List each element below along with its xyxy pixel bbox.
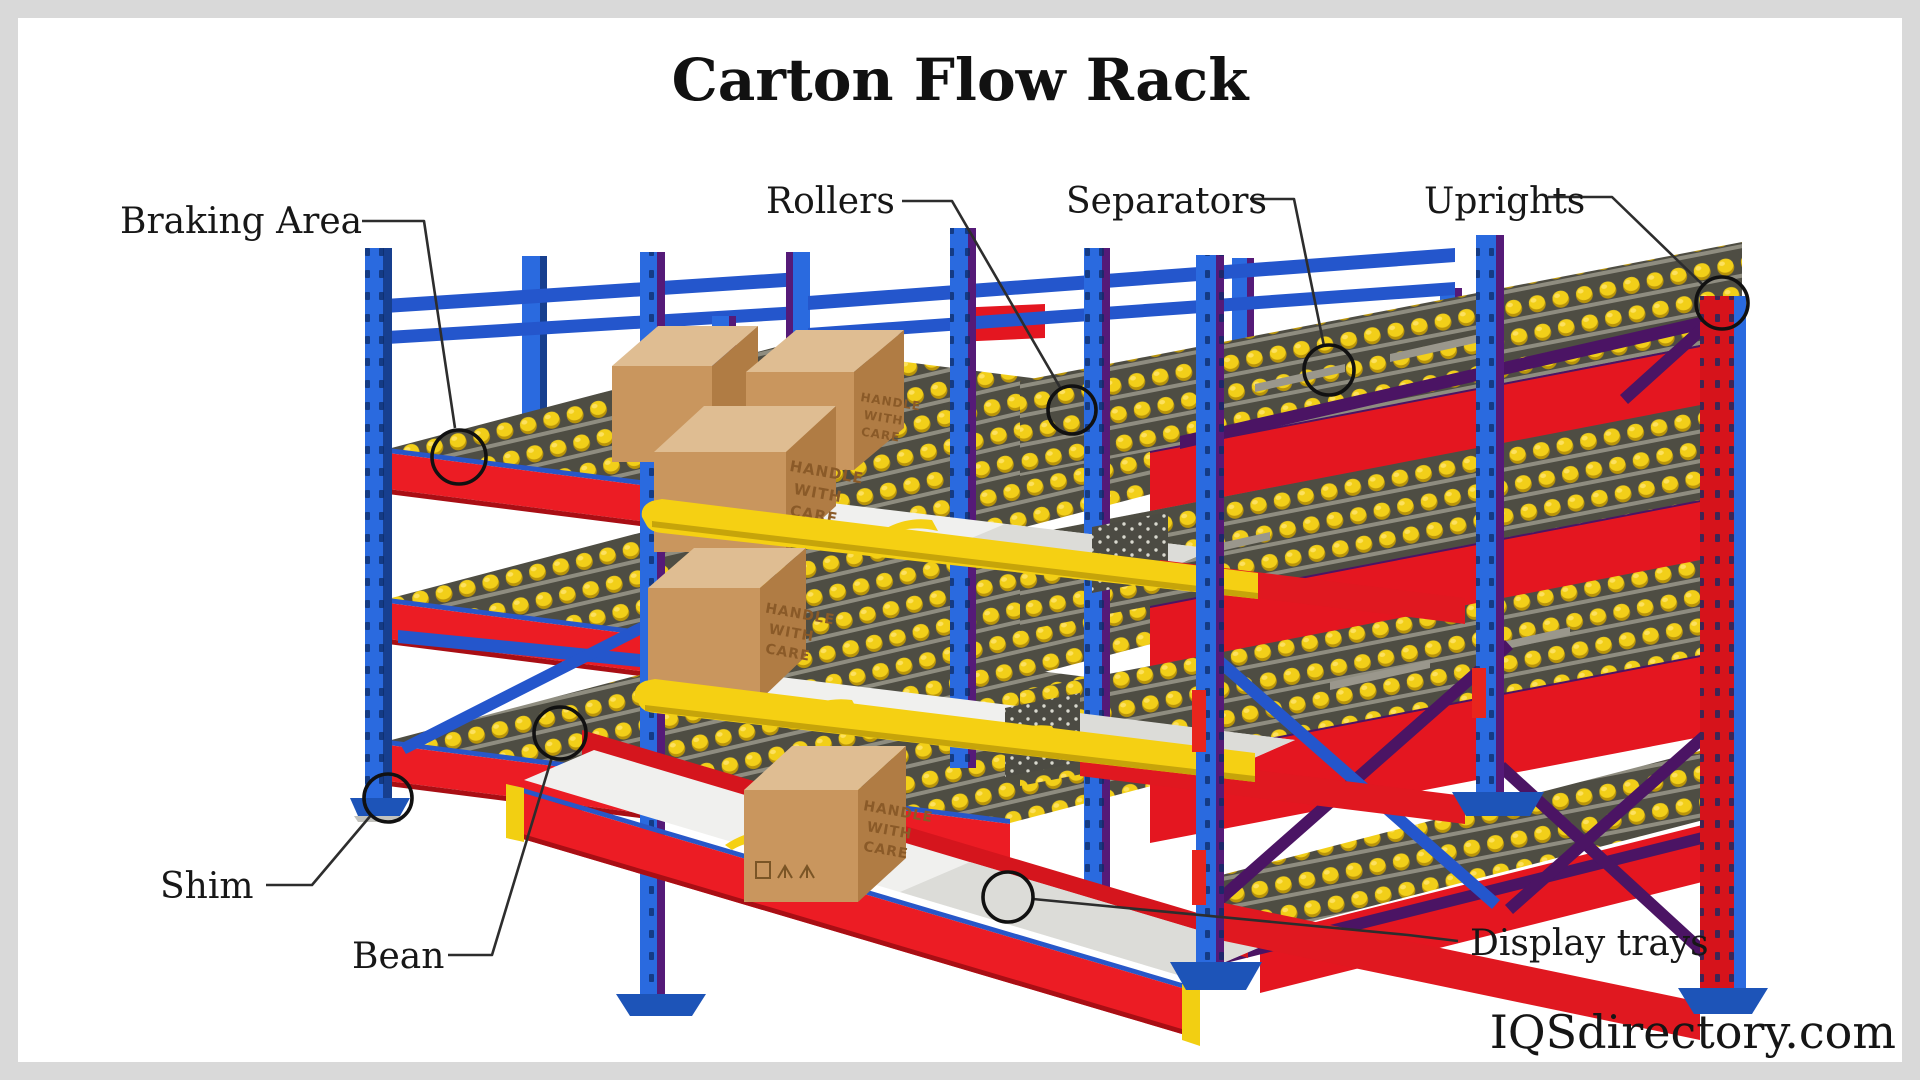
callout-circle-display-trays — [981, 870, 1035, 924]
callout-circle-shim — [362, 772, 414, 824]
horizontal-brace — [398, 630, 660, 669]
red-beam — [1210, 900, 1700, 1040]
upright-post — [1170, 255, 1262, 990]
diagonal-brace — [1620, 312, 1720, 404]
rack-illustration: HANDLE WITH CARE HANDLE WITH — [350, 228, 1768, 1046]
diagonal-brace — [400, 612, 666, 754]
guard-rail — [370, 272, 800, 314]
tray-end-cap — [506, 784, 524, 842]
beam-connector — [1472, 668, 1486, 718]
leader-braking-area — [362, 219, 457, 429]
tray-front-rail — [634, 679, 1255, 782]
leader-beam — [448, 756, 554, 957]
leader-display-trays — [1032, 897, 1459, 943]
box-print: CARE — [764, 641, 812, 665]
label-shim: Shim — [160, 866, 254, 907]
label-display-trays: Display trays — [1470, 923, 1709, 964]
carton-box: HANDLE WITH CARE — [648, 548, 836, 700]
callout-circle-separators — [1302, 343, 1356, 397]
upright-front-posts — [350, 235, 1768, 1014]
tray-end-cap — [1182, 984, 1200, 1046]
box-print: WITH — [863, 408, 905, 428]
diagram-title: Carton Flow Rack — [672, 46, 1251, 114]
red-beam — [516, 791, 1192, 1037]
upright-post-far-right — [1678, 296, 1768, 1014]
upright-post-front-left — [350, 248, 410, 822]
label-rollers: Rollers — [766, 181, 895, 222]
box-print: WITH — [767, 621, 815, 645]
display-tray-middle: HANDLE WITH CARE — [634, 548, 1465, 824]
roller-bed — [1210, 740, 1742, 948]
leader-shim — [266, 813, 373, 887]
callout-circle-braking-area — [430, 428, 488, 486]
leader-uprights — [1548, 195, 1704, 286]
base-plate — [616, 994, 706, 1016]
label-beam: Bean — [352, 936, 444, 977]
callout-circle-uprights — [1694, 275, 1750, 331]
base-plate — [1452, 792, 1544, 816]
purple-rail — [1180, 312, 1722, 449]
box-print: WITH — [866, 819, 914, 843]
label-uprights: Uprights — [1424, 181, 1585, 222]
callout-circle-rollers — [1046, 384, 1098, 436]
diagonal-brace — [1202, 645, 1500, 909]
beam-connector — [1192, 690, 1206, 752]
leader-rollers — [902, 199, 1063, 390]
box-print: CARE — [860, 425, 901, 445]
watermark: IQSdirectory.com — [1490, 1005, 1896, 1059]
display-tray-upper: HANDLE WITH CARE — [641, 406, 1465, 624]
box-print: CARE — [862, 839, 910, 863]
guard-rail — [370, 306, 800, 345]
display-tray-bottom: HANDLE WITH CARE — [506, 730, 1700, 1046]
leader-separators — [1250, 197, 1326, 347]
base-plate — [1678, 988, 1768, 1014]
base-plate — [1170, 962, 1262, 990]
diagonal-brace — [1505, 718, 1724, 914]
top-guard-rails-left — [370, 256, 800, 446]
annotations: Carton Flow Rack Braking Area Rollers Se… — [120, 46, 1896, 1059]
label-braking-area: Braking Area — [120, 201, 362, 242]
carton-box: HANDLE WITH CARE — [744, 746, 934, 902]
upright-post — [1452, 235, 1544, 816]
callout-circle-beam — [532, 705, 588, 761]
tray-front-rail — [641, 499, 1258, 599]
shipping-icons — [755, 861, 815, 879]
base-plate — [350, 798, 410, 816]
diagonal-brace — [1210, 640, 1513, 909]
red-panel — [1150, 337, 1742, 529]
label-separators: Separators — [1066, 181, 1267, 222]
beam-connector — [1192, 850, 1206, 905]
diagonal-brace — [1497, 762, 1710, 959]
